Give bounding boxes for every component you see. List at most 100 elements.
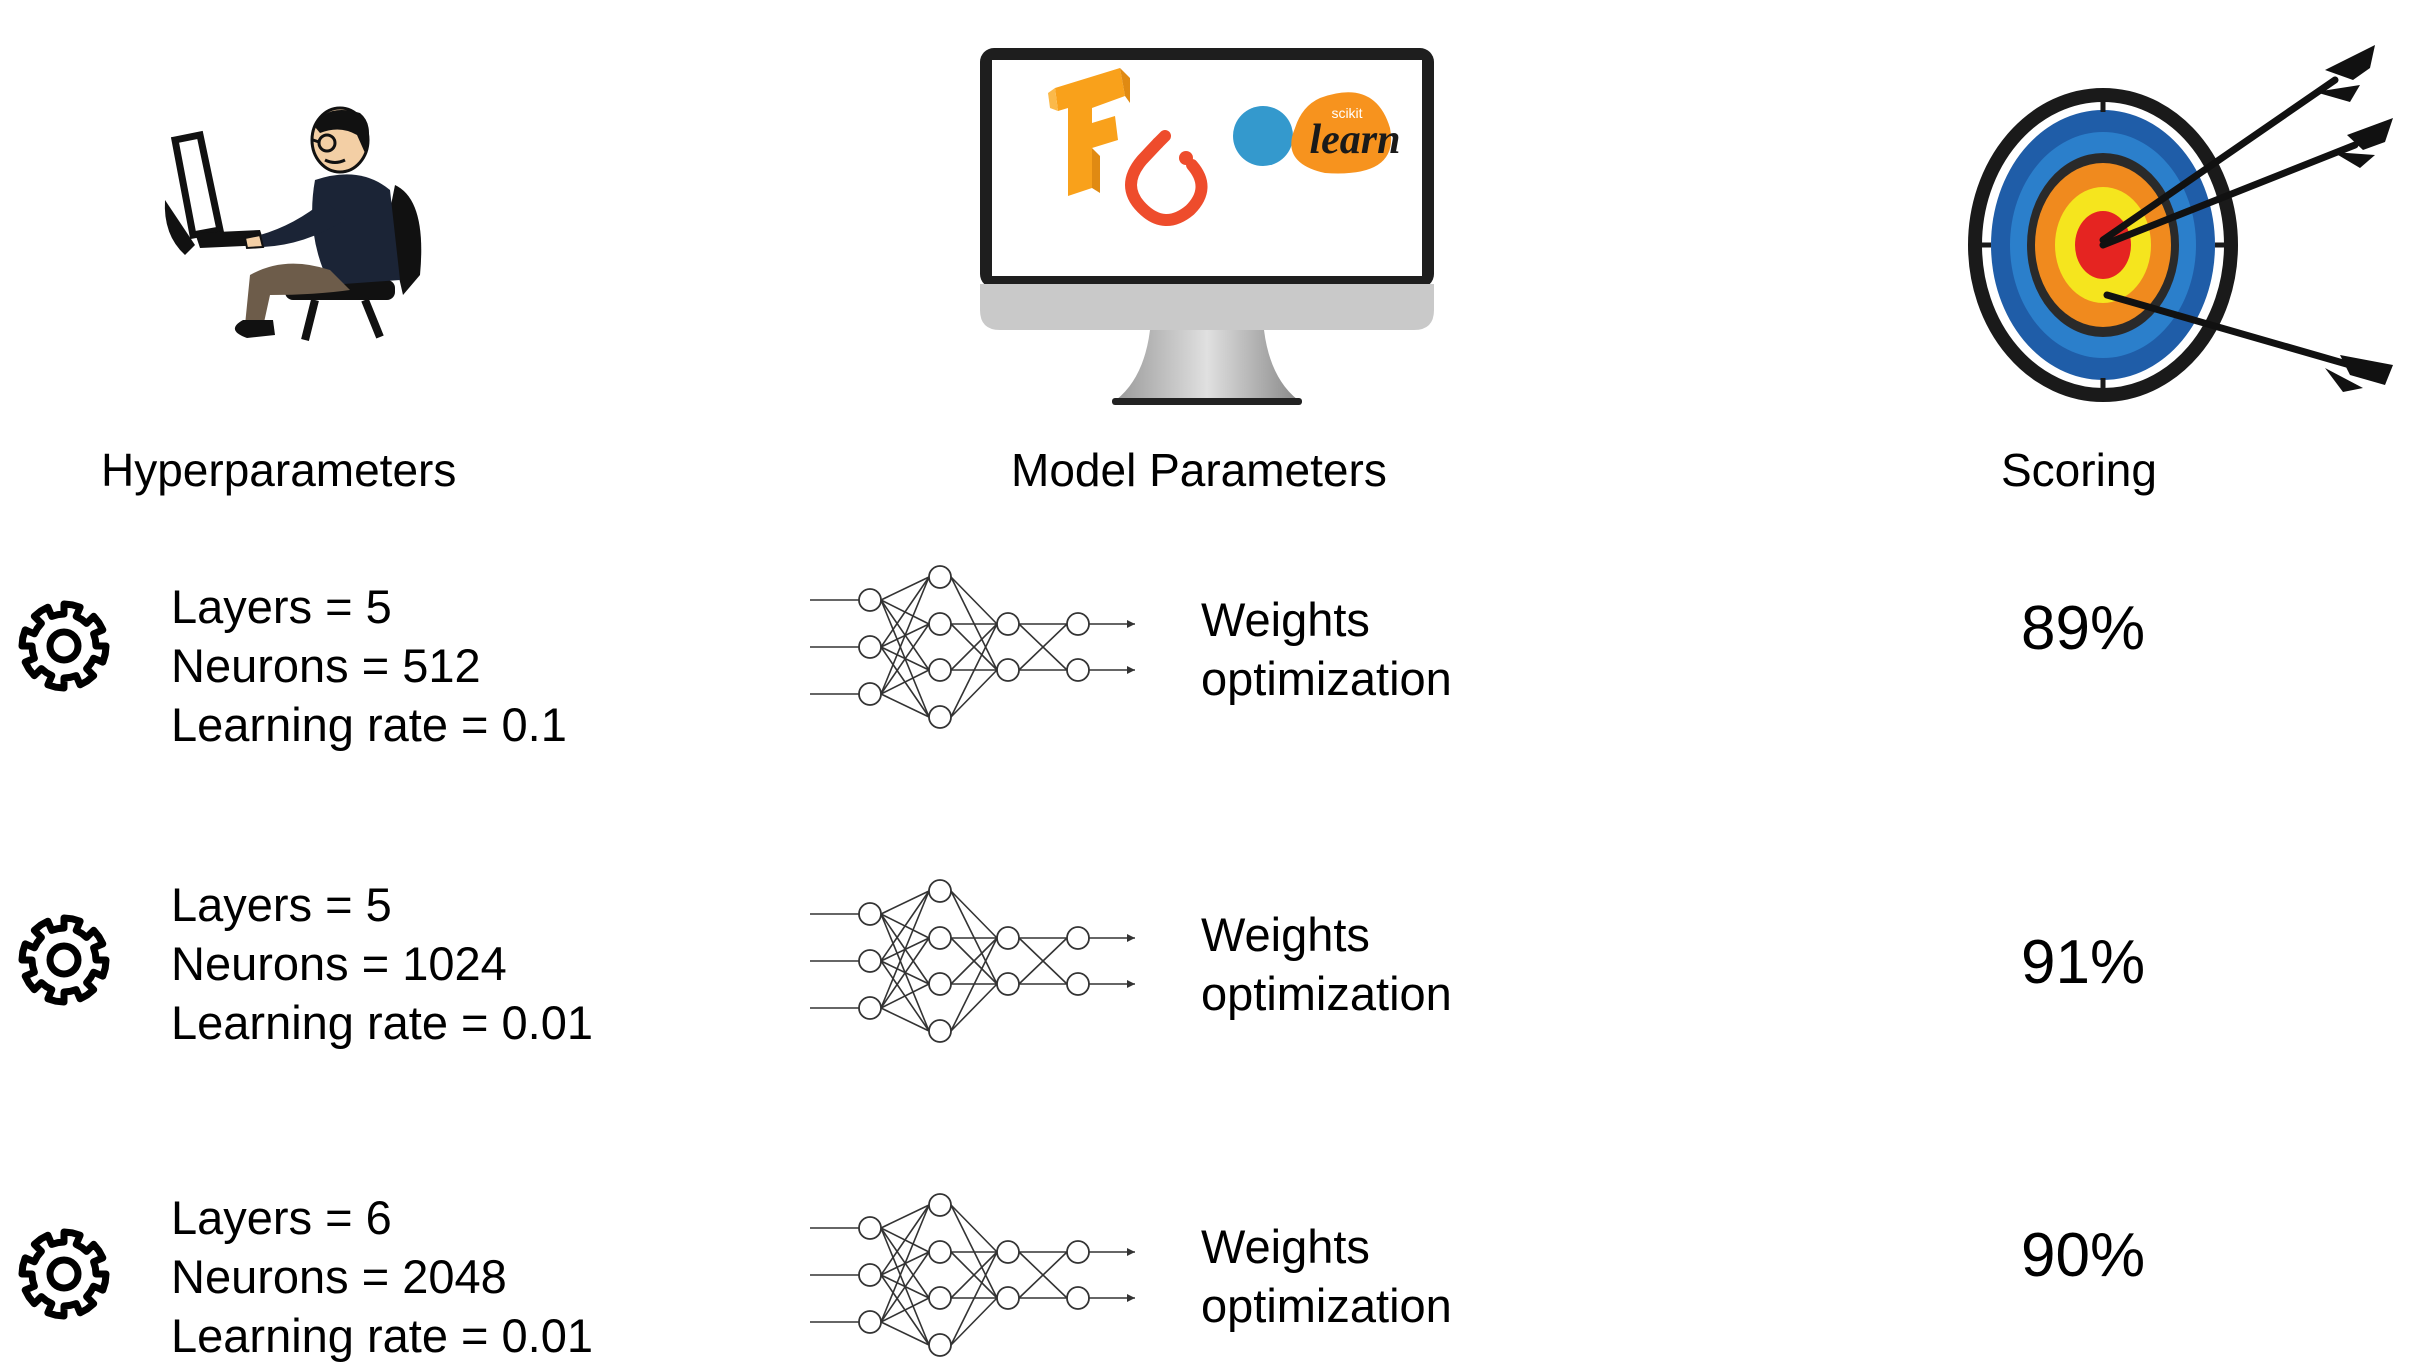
network-node: [1066, 1286, 1090, 1310]
score-value: 89%: [2021, 594, 2146, 663]
network-edge: [880, 890, 930, 915]
network-node: [928, 1019, 952, 1043]
layers-value: Layers = 5: [171, 878, 392, 931]
weights-optimization-label: Weights optimization: [1201, 905, 1452, 1023]
network-node: [928, 705, 952, 729]
neural-network-icon: [810, 565, 1135, 729]
network-node: [928, 926, 952, 950]
network-edge: [1018, 623, 1068, 671]
network-node: [858, 902, 882, 926]
network-edge: [950, 1204, 998, 1253]
network-node: [928, 565, 952, 589]
network-node: [1066, 926, 1090, 950]
network-edge: [950, 890, 998, 939]
learning-rate-value: Learning rate = 0.01: [171, 996, 594, 1049]
network-node: [1066, 1240, 1090, 1264]
optimization-label: optimization: [1201, 1279, 1452, 1332]
layers-value: Layers = 5: [171, 580, 392, 633]
network-edge: [950, 623, 998, 671]
network-edge: [950, 1251, 998, 1299]
gear-hole: [46, 628, 82, 664]
sklearn-small-text: scikit: [1331, 105, 1362, 121]
network-node: [1066, 658, 1090, 682]
developer-icon: [164, 106, 422, 341]
network-node: [928, 1333, 952, 1357]
hyperparameter-list: Layers = 5 Neurons = 512 Learning rate =…: [171, 577, 567, 754]
network-node: [928, 1240, 952, 1264]
gear-hole: [46, 942, 82, 978]
layers-value: Layers = 6: [171, 1191, 392, 1244]
network-node: [928, 1193, 952, 1217]
learning-rate-value: Learning rate = 0.01: [171, 1309, 594, 1362]
weights-label: Weights: [1201, 1220, 1370, 1273]
sklearn-brand-text: learn: [1309, 117, 1400, 163]
output-arrowhead: [1127, 980, 1135, 988]
network-node: [928, 879, 952, 903]
network-node: [996, 972, 1020, 996]
network-edge: [950, 937, 998, 1032]
network-edge: [950, 669, 998, 718]
network-edge: [880, 576, 930, 601]
hyperparameter-list: Layers = 5 Neurons = 1024 Learning rate …: [171, 875, 593, 1052]
network-edge: [880, 1251, 930, 1323]
tensorflow-logo: [1048, 68, 1130, 196]
gear-outline: [18, 914, 110, 1006]
neurons-value: Neurons = 2048: [171, 1250, 507, 1303]
network-edge: [950, 576, 998, 625]
network-edge: [880, 1204, 930, 1276]
network-node: [858, 588, 882, 612]
network-node: [858, 682, 882, 706]
neurons-value: Neurons = 1024: [171, 937, 507, 990]
network-edge: [880, 1204, 930, 1229]
output-arrowhead: [1127, 1294, 1135, 1302]
weights-label: Weights: [1201, 593, 1370, 646]
gear-icon: [18, 914, 110, 1006]
network-edge: [950, 1297, 998, 1346]
network-edge: [880, 890, 930, 962]
network-node: [1066, 612, 1090, 636]
scoring-header: Scoring: [2001, 444, 2157, 496]
gear-outline: [18, 1228, 110, 1320]
network-edge: [880, 1321, 930, 1346]
network-node: [928, 1286, 952, 1310]
network-node: [996, 658, 1020, 682]
network-edge: [880, 1297, 930, 1323]
output-arrowhead: [1127, 666, 1135, 674]
weights-optimization-label: Weights optimization: [1201, 590, 1452, 708]
network-edge: [950, 937, 998, 985]
output-arrowhead: [1127, 1248, 1135, 1256]
monitor-icon: scikit learn: [980, 48, 1434, 405]
target-with-arrows-icon: [1968, 45, 2393, 402]
network-node: [928, 658, 952, 682]
network-edge: [880, 576, 930, 648]
neurons-value: Neurons = 512: [171, 639, 481, 692]
optimization-label: optimization: [1201, 652, 1452, 705]
network-node: [858, 1310, 882, 1334]
gear-icon: [18, 600, 110, 692]
gear-outline: [18, 600, 110, 692]
optimization-label: optimization: [1201, 967, 1452, 1020]
learning-rate-value: Learning rate = 0.1: [171, 698, 567, 751]
network-node: [928, 612, 952, 636]
score-value: 91%: [2021, 928, 2146, 997]
network-edge: [880, 937, 930, 1009]
network-edge: [880, 669, 930, 695]
network-node: [996, 1286, 1020, 1310]
neural-network-icon: [810, 879, 1135, 1043]
network-node: [996, 926, 1020, 950]
network-node: [996, 1240, 1020, 1264]
network-node: [928, 972, 952, 996]
hyperparameters-header: Hyperparameters: [101, 444, 457, 496]
network-edge: [880, 623, 930, 695]
network-edge: [1018, 1251, 1068, 1299]
network-edge: [950, 983, 998, 1032]
model-parameters-header: Model Parameters: [1011, 444, 1387, 496]
network-edge: [880, 576, 930, 695]
network-node: [858, 949, 882, 973]
network-node: [996, 612, 1020, 636]
network-edge: [880, 890, 930, 1009]
hyperparameter-list: Layers = 6 Neurons = 2048 Learning rate …: [171, 1188, 593, 1365]
network-edge: [880, 983, 930, 1009]
score-value: 90%: [2021, 1221, 2146, 1290]
weights-optimization-label: Weights optimization: [1201, 1217, 1452, 1335]
